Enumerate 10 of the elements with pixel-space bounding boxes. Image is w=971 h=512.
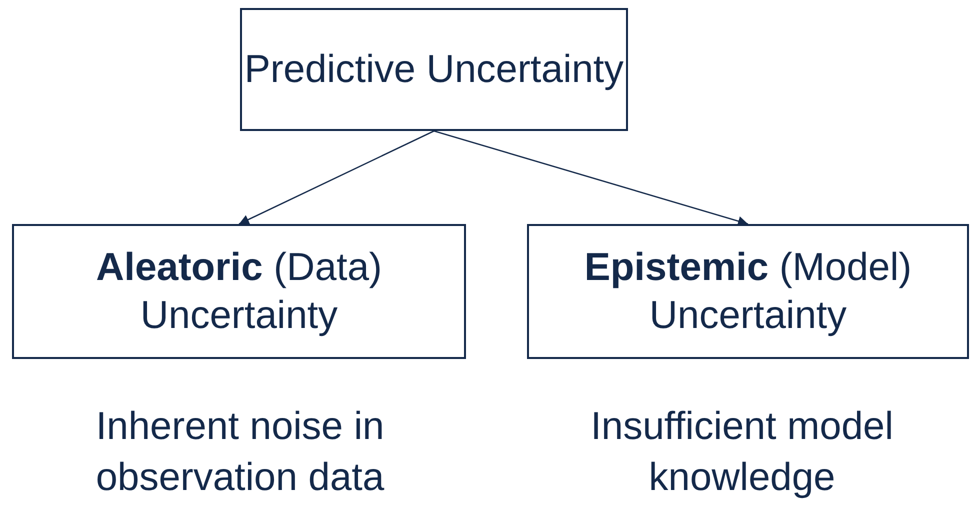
process-box — [12, 224, 466, 359]
description-text: Insufficient model knowledge — [590, 404, 894, 501]
process-box — [527, 224, 969, 359]
description-text: Inherent noise in observation data — [94, 404, 386, 501]
box-label: Aleatoric (Data) Uncertainty — [94, 244, 384, 338]
process-box — [240, 8, 628, 131]
box-label: Predictive Uncertainty — [244, 46, 624, 93]
arrow — [238, 130, 434, 225]
arrow — [434, 130, 748, 226]
box-label: Epistemic (Model) Uncertainty — [583, 244, 913, 338]
